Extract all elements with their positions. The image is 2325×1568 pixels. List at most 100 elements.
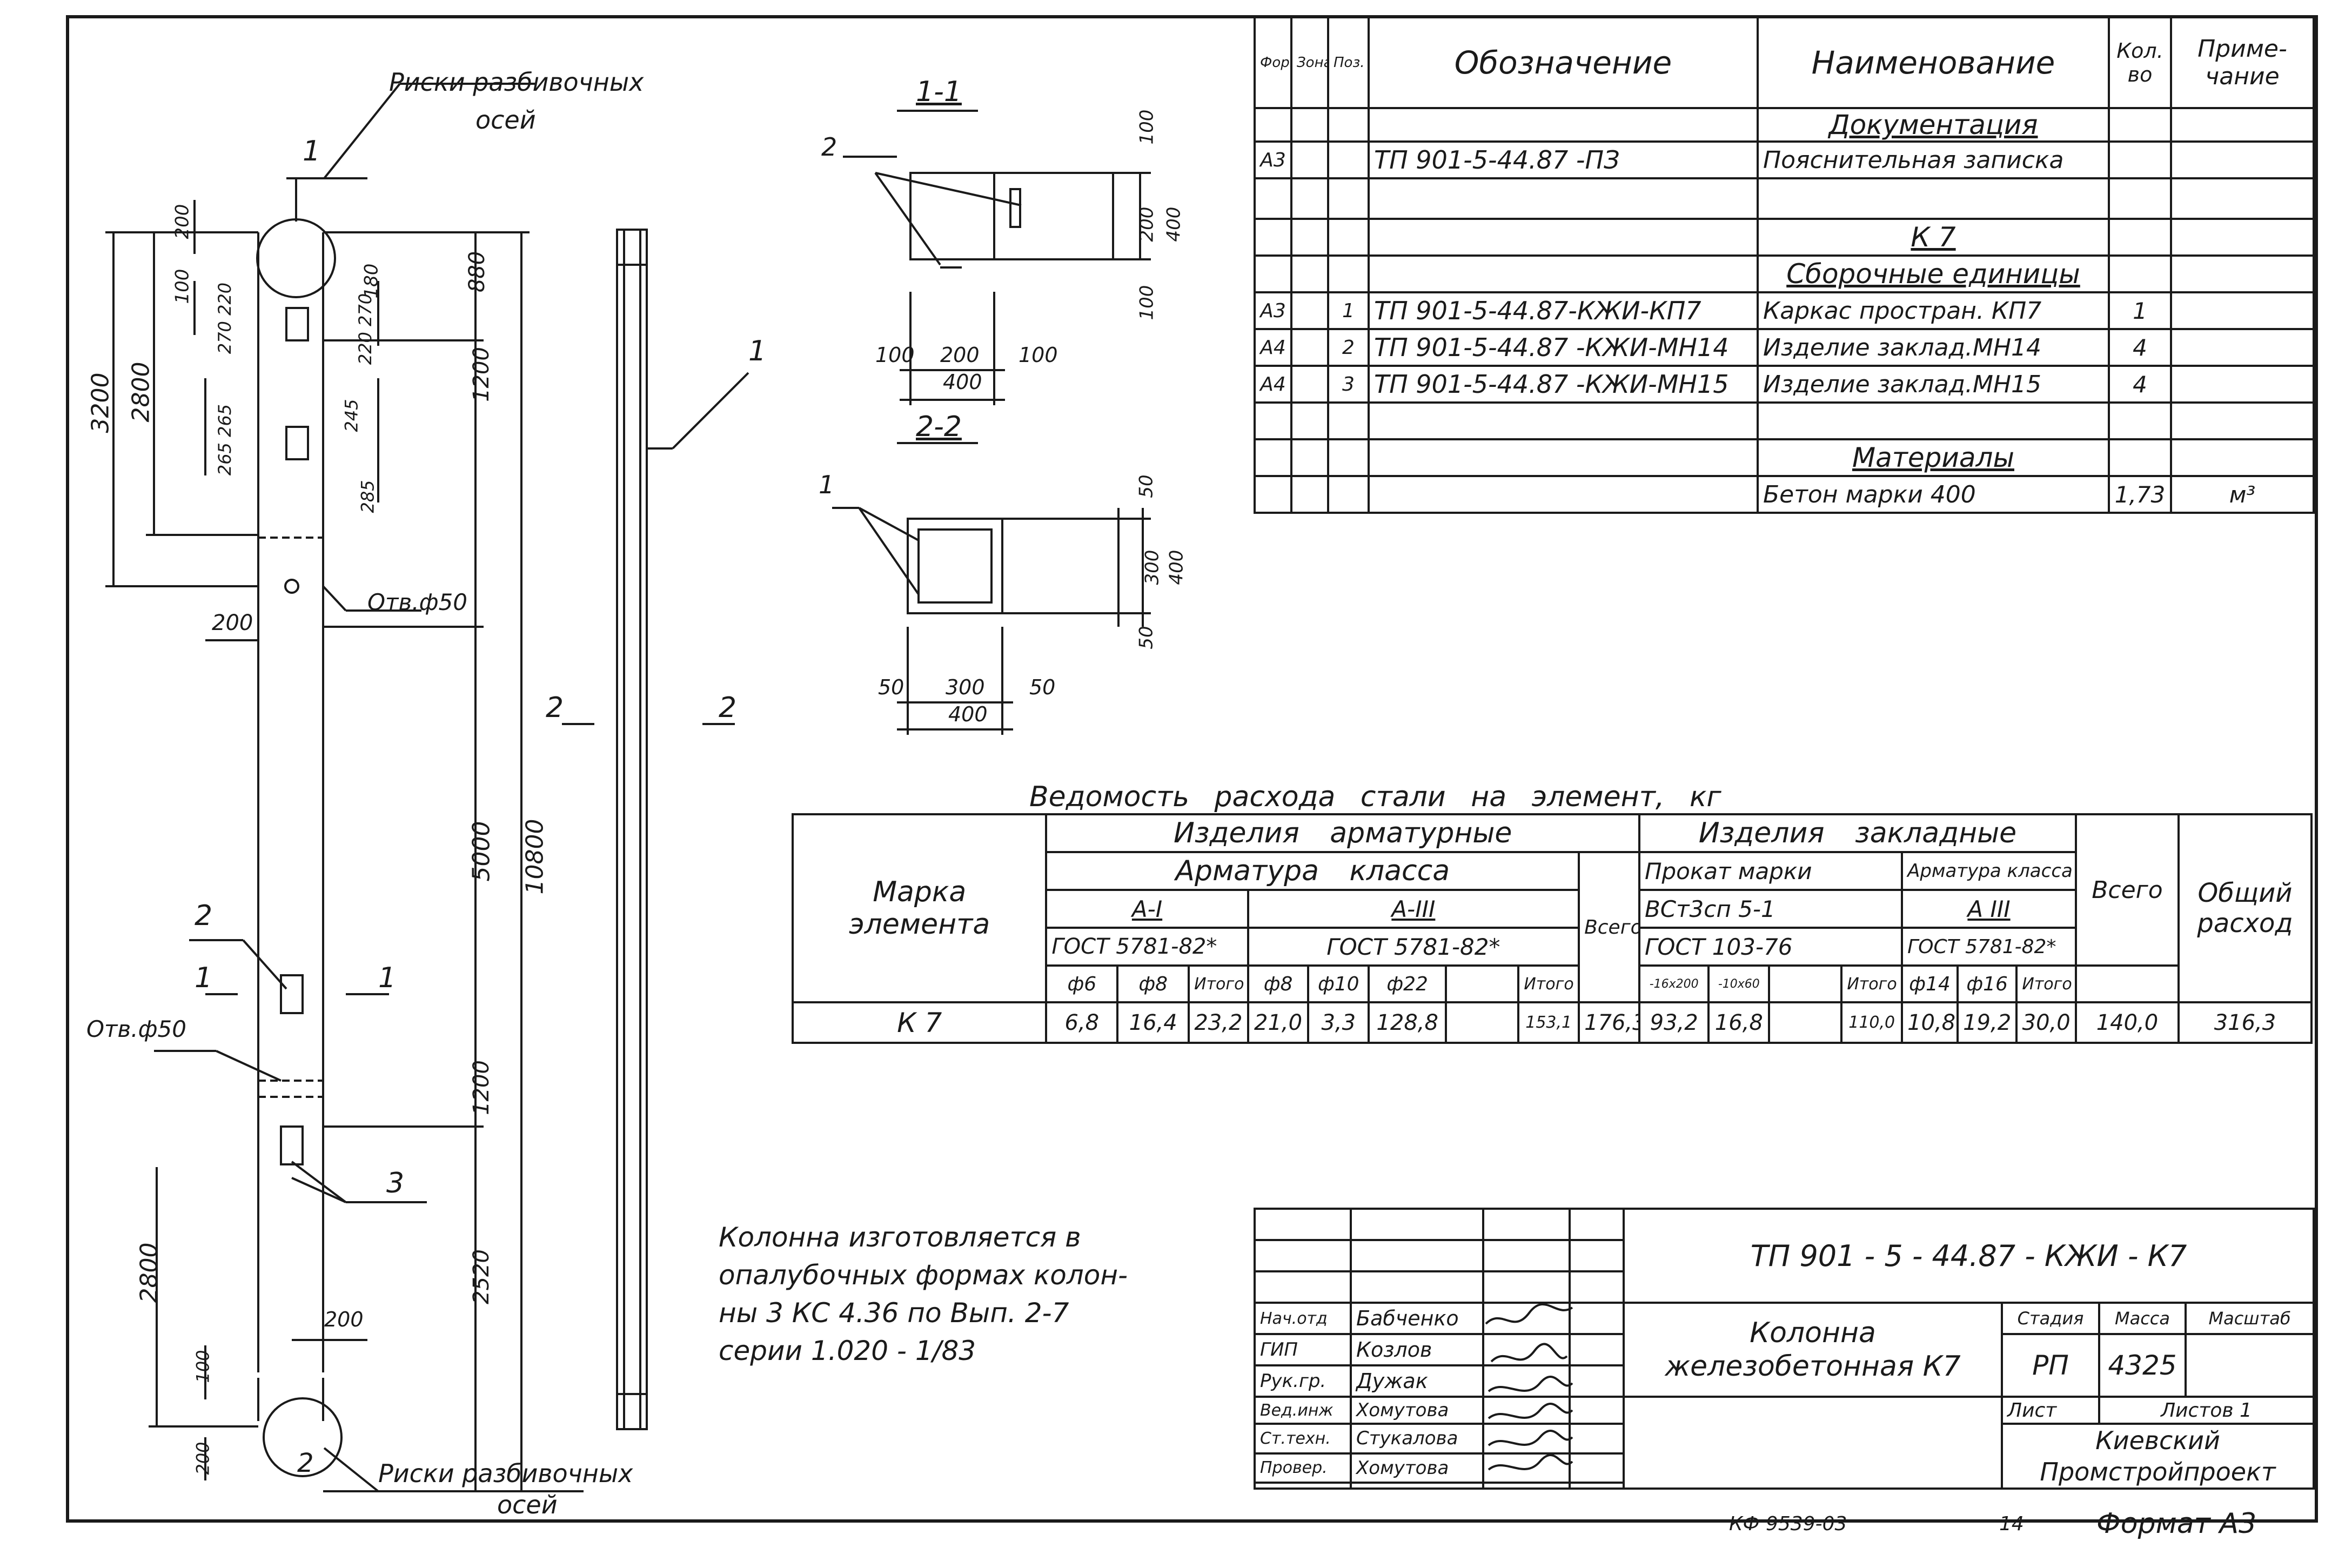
spec-cell: Изделие заклад.МН15 bbox=[1757, 365, 2110, 404]
spec-h-oboznach: Обозначение bbox=[1368, 16, 1759, 109]
tb-masshtab bbox=[2184, 1333, 2315, 1398]
steel-value-cell bbox=[1768, 1001, 1843, 1044]
steel-h-AIII: А-III bbox=[1247, 889, 1580, 929]
spec-cell bbox=[1254, 438, 1292, 477]
steel-h-gost-AIII: ГОСТ 5781-82* bbox=[1247, 927, 1580, 967]
dim-100-top: 100 bbox=[171, 269, 193, 304]
titleblock-code: ТП 901 - 5 - 44.87 - КЖИ - К7 bbox=[1622, 1208, 2315, 1304]
dim-200-top: 200 bbox=[171, 204, 193, 239]
spec-cell: м³ bbox=[2170, 475, 2315, 514]
dim-1200-bottom: 1200 bbox=[468, 1060, 494, 1115]
spec-row: Сборочные единицы bbox=[1254, 254, 2315, 293]
spec-cell bbox=[2170, 291, 2315, 330]
s11-dim-right: 100 bbox=[1019, 343, 1058, 367]
dim-200-mid: 200 bbox=[212, 611, 253, 635]
steel-h-gost103: ГОСТ 103-76 bbox=[1638, 927, 1904, 967]
footer-format: Формат А3 bbox=[2096, 1507, 2257, 1540]
otv-right-label: Отв.ф50 bbox=[367, 589, 467, 615]
spec-cell: А3 bbox=[1254, 140, 1292, 179]
spec-cell bbox=[1290, 177, 1329, 220]
spec-h-prim: Приме- чание bbox=[2170, 16, 2315, 109]
steel-h-mark: Марка элемента bbox=[791, 813, 1048, 1003]
steel-row-mark: К 7 bbox=[791, 1001, 1048, 1044]
dim-100-bottom: 100 bbox=[192, 1350, 213, 1383]
spec-h-naimen: Наименование bbox=[1757, 16, 2110, 109]
s11-v100b: 100 bbox=[1136, 285, 1158, 320]
steel-sub-10x60: -10х60 bbox=[1707, 964, 1771, 1003]
spec-cell bbox=[1254, 475, 1292, 514]
steel-value-cell: 19,2 bbox=[1956, 1001, 2018, 1044]
steel-sub-empty1 bbox=[1445, 964, 1520, 1003]
spec-cell bbox=[2108, 401, 2172, 440]
steel-h-total: Общий расход bbox=[2177, 813, 2313, 1003]
note-line: опалубочных формах колон- bbox=[719, 1259, 1128, 1291]
tb-role-0: Нач.отд bbox=[1254, 1302, 1352, 1335]
spec-row bbox=[1254, 177, 2315, 220]
spec-cell: К 7 bbox=[1757, 218, 2110, 257]
spec-cell bbox=[2170, 365, 2315, 404]
dim-200-bottom-right: 200 bbox=[324, 1308, 364, 1331]
spec-cell bbox=[1327, 401, 1370, 440]
spec-cell bbox=[1327, 177, 1370, 220]
spec-h-format: Формат bbox=[1254, 16, 1292, 109]
dim-2800: 2800 bbox=[127, 361, 155, 423]
s22-v300: 300 bbox=[1141, 550, 1163, 585]
spec-row: К 7 bbox=[1254, 218, 2315, 257]
tb-role-4: Ст.техн. bbox=[1254, 1423, 1352, 1455]
spec-cell bbox=[2108, 107, 2172, 143]
note-line: Колонна изготовляется в bbox=[719, 1222, 1081, 1253]
steel-sub-empty2 bbox=[1768, 964, 1843, 1003]
steel-sub-itogo4: Итого bbox=[2015, 964, 2077, 1003]
steel-sub-f8a: ф8 bbox=[1116, 964, 1190, 1003]
steel-sub-f8b: ф8 bbox=[1247, 964, 1310, 1003]
spec-cell bbox=[1327, 254, 1370, 293]
spec-cell bbox=[1368, 177, 1759, 220]
dim-2520: 2520 bbox=[468, 1249, 494, 1304]
spec-cell bbox=[2170, 218, 2315, 257]
spec-cell bbox=[1290, 438, 1329, 477]
spec-cell bbox=[1290, 218, 1329, 257]
spec-cell bbox=[2170, 328, 2315, 367]
spec-cell bbox=[1290, 365, 1329, 404]
otv-left-label: Отв.ф50 bbox=[86, 1016, 186, 1042]
spec-row: Документация bbox=[1254, 107, 2315, 143]
spec-cell: ТП 901-5-44.87 -ПЗ bbox=[1368, 140, 1759, 179]
steel-value-cell: 3,3 bbox=[1307, 1001, 1370, 1044]
tb-stadia-h: Стадия bbox=[2001, 1302, 2100, 1335]
tb-masshtab-h: Масштаб bbox=[2184, 1302, 2315, 1335]
spec-cell bbox=[2108, 254, 2172, 293]
spec-h-poz: Поз. bbox=[1327, 16, 1370, 109]
spec-cell bbox=[2108, 177, 2172, 220]
tb-name-2: Дужак bbox=[1350, 1364, 1484, 1398]
steel-sub-16x200: -16х200 bbox=[1638, 964, 1710, 1003]
spec-cell bbox=[1290, 328, 1329, 367]
tb-name-3: Хомутова bbox=[1350, 1396, 1484, 1425]
steel-h-AIII2: А III bbox=[1901, 889, 2077, 929]
spec-cell bbox=[1254, 107, 1292, 143]
spec-cell bbox=[1368, 438, 1759, 477]
signatures-image bbox=[1485, 1303, 1573, 1471]
dim-880: 880 bbox=[465, 251, 490, 293]
dim-245: 245 bbox=[341, 399, 362, 432]
steel-h-prokat: Прокат марки bbox=[1638, 851, 1904, 891]
pos3-label: 3 bbox=[386, 1167, 405, 1200]
spec-cell: А4 bbox=[1254, 328, 1292, 367]
s22-dim-left: 50 bbox=[878, 675, 904, 699]
pos1-top-label: 1 bbox=[303, 135, 321, 167]
steel-sub-itogo3: Итого bbox=[1840, 964, 1904, 1003]
section-1-1-pos2: 2 bbox=[821, 132, 837, 162]
s11-v200: 200 bbox=[1136, 206, 1158, 242]
dim-220-270: 220 270 bbox=[355, 293, 376, 365]
s11-v400: 400 bbox=[1163, 206, 1185, 242]
s22-dim-mid: 300 bbox=[946, 675, 985, 699]
spec-cell bbox=[1368, 107, 1759, 143]
section-2-2-title: 2-2 bbox=[916, 411, 962, 443]
spec-cell: ТП 901-5-44.87-КЖИ-КП7 bbox=[1368, 291, 1759, 330]
s22-v400: 400 bbox=[1165, 550, 1188, 585]
dim-270-220: 270 220 bbox=[215, 282, 236, 354]
spec-cell: Сборочные единицы bbox=[1757, 254, 2110, 293]
spec-cell bbox=[1290, 140, 1329, 179]
spec-cell bbox=[2108, 140, 2172, 179]
spec-cell: 4 bbox=[2108, 365, 2172, 404]
tb-massa: 4325 bbox=[2098, 1333, 2187, 1398]
